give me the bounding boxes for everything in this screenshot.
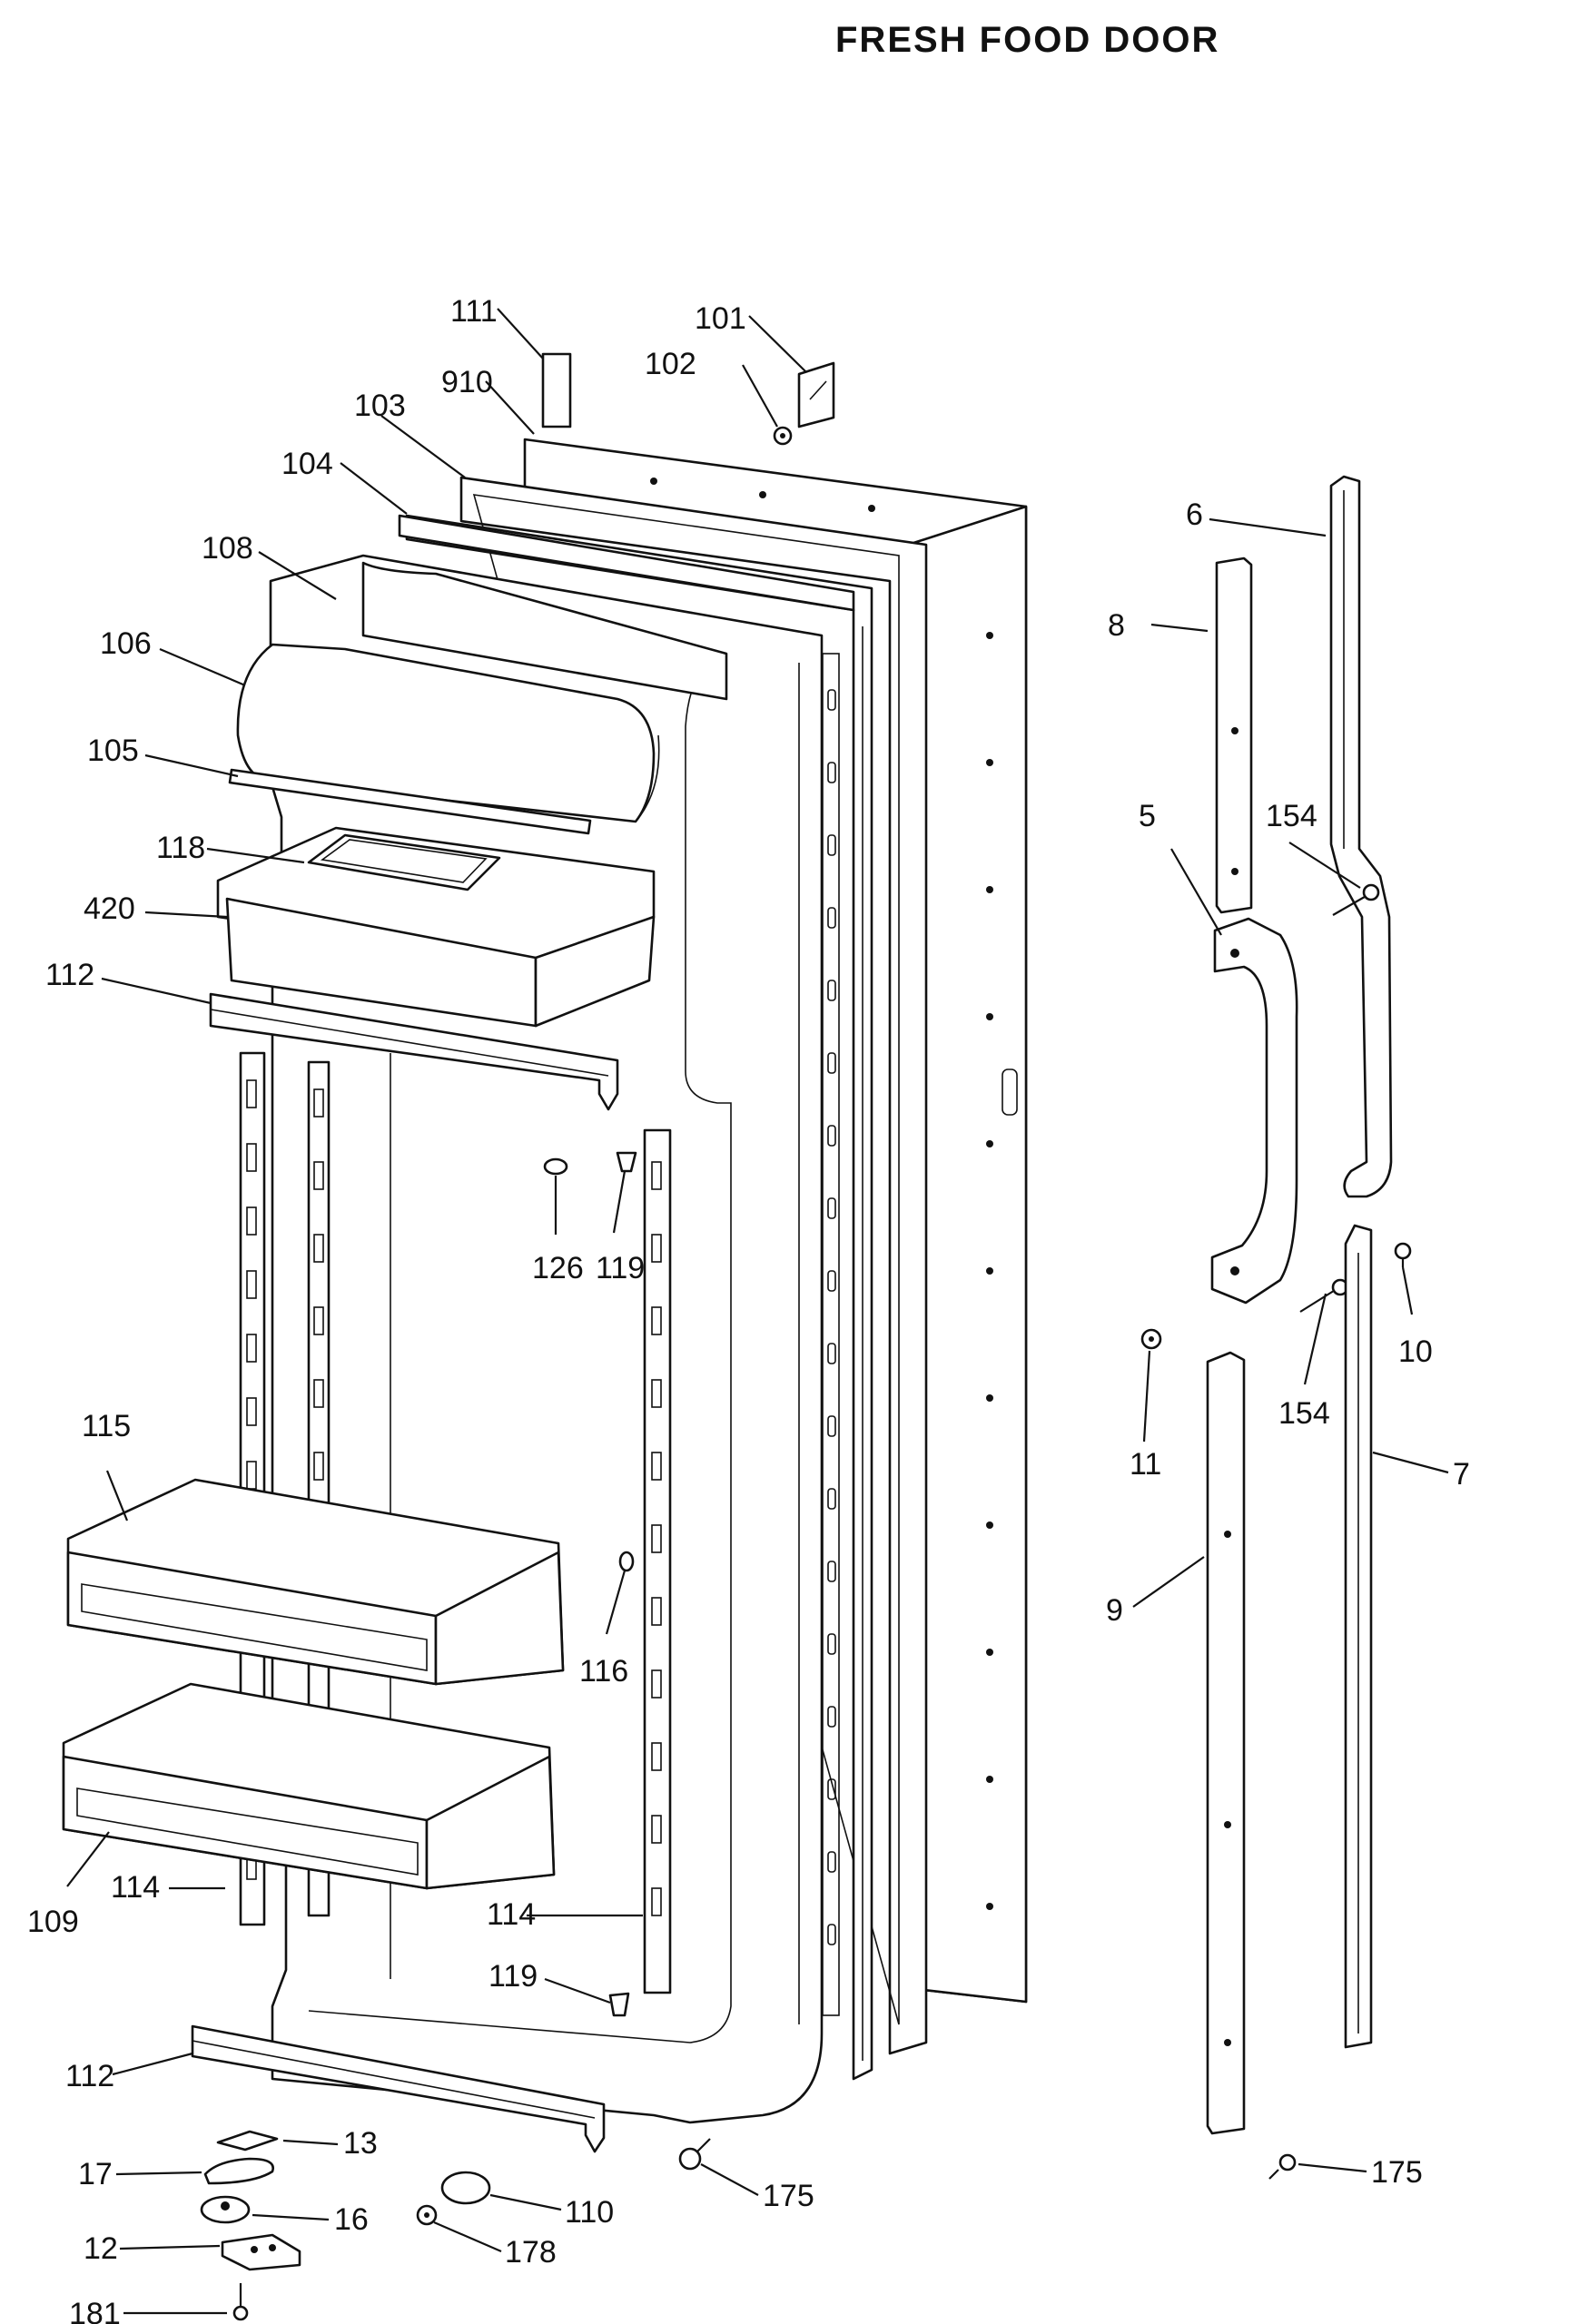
label-106: 106	[100, 626, 152, 661]
label-154-top: 154	[1266, 799, 1317, 833]
part-116	[618, 1551, 635, 1572]
part-16	[200, 2195, 251, 2224]
label-8: 8	[1108, 608, 1125, 643]
rail-112-bottom	[191, 2024, 606, 2153]
label-16: 16	[334, 2202, 369, 2237]
part-175-right	[1268, 2153, 1297, 2180]
label-178: 178	[505, 2235, 557, 2270]
label-175-right: 175	[1371, 2155, 1423, 2190]
label-181: 181	[69, 2297, 121, 2324]
label-114-right: 114	[487, 1897, 536, 1932]
label-910: 910	[441, 365, 493, 399]
label-115: 115	[82, 1409, 131, 1443]
label-154-bottom: 154	[1278, 1396, 1330, 1431]
shelf-115	[66, 1478, 565, 1686]
label-119-top: 119	[596, 1251, 645, 1285]
part-181	[232, 2283, 249, 2321]
dairy-compartment	[216, 826, 656, 1028]
part-102	[773, 426, 793, 446]
label-105: 105	[87, 734, 139, 768]
shelf-support-right	[643, 1128, 672, 1994]
label-11: 11	[1130, 1447, 1161, 1482]
label-118: 118	[156, 831, 205, 865]
breaker-frame	[405, 514, 873, 2081]
part-17	[203, 2157, 274, 2185]
shelf-support-center	[307, 1060, 331, 1917]
part-154-top	[1332, 883, 1380, 916]
label-10: 10	[1398, 1334, 1433, 1369]
part-12	[221, 2233, 301, 2271]
label-112-bottom: 112	[65, 2059, 114, 2093]
label-9: 9	[1106, 1593, 1123, 1628]
part-105	[228, 768, 592, 835]
part-118	[307, 833, 501, 891]
label-5: 5	[1139, 799, 1156, 833]
label-114-left: 114	[111, 1870, 160, 1905]
label-101: 101	[695, 301, 746, 336]
diagram-title: FRESH FOOD DOOR	[835, 20, 1220, 60]
rail-112-top	[209, 992, 619, 1111]
label-126: 126	[532, 1251, 584, 1285]
part-175-left	[678, 2138, 711, 2171]
part-111	[541, 352, 572, 428]
part-101	[797, 361, 835, 428]
part-6	[1329, 475, 1393, 1198]
label-17: 17	[78, 2157, 113, 2191]
part-126	[543, 1157, 568, 1176]
part-9	[1206, 1351, 1246, 2135]
label-112-top: 112	[45, 958, 94, 992]
part-110	[440, 2171, 491, 2205]
label-116: 116	[579, 1654, 628, 1689]
part-8	[1215, 556, 1253, 914]
label-102: 102	[645, 347, 696, 381]
shelf-109	[62, 1682, 556, 1890]
top-bin	[236, 561, 728, 823]
label-6: 6	[1186, 497, 1203, 532]
label-7: 7	[1453, 1457, 1470, 1492]
label-420: 420	[84, 891, 135, 926]
part-11	[1140, 1328, 1162, 1350]
callout-labels: 111 101 910 102 103 104 108 106 105 118 …	[27, 294, 1470, 2324]
part-104	[398, 514, 855, 612]
label-104: 104	[281, 447, 333, 481]
label-111: 111	[450, 294, 498, 329]
leader-lines	[66, 308, 1449, 2315]
label-103: 103	[354, 389, 406, 423]
part-178	[416, 2204, 438, 2226]
part-154-bottom	[1299, 1278, 1349, 1313]
part-119-top	[616, 1151, 637, 1173]
label-175-left: 175	[763, 2179, 814, 2213]
part-10	[1394, 1242, 1412, 1267]
label-12: 12	[84, 2231, 118, 2266]
label-108: 108	[202, 531, 253, 566]
part-5	[1210, 917, 1298, 1305]
label-13: 13	[343, 2126, 378, 2161]
label-110: 110	[565, 2195, 614, 2230]
part-13	[216, 2130, 279, 2152]
label-109: 109	[27, 1905, 79, 1939]
part-7	[1344, 1224, 1373, 2049]
part-119-bottom	[608, 1992, 630, 2017]
label-119-bottom: 119	[488, 1959, 538, 1994]
